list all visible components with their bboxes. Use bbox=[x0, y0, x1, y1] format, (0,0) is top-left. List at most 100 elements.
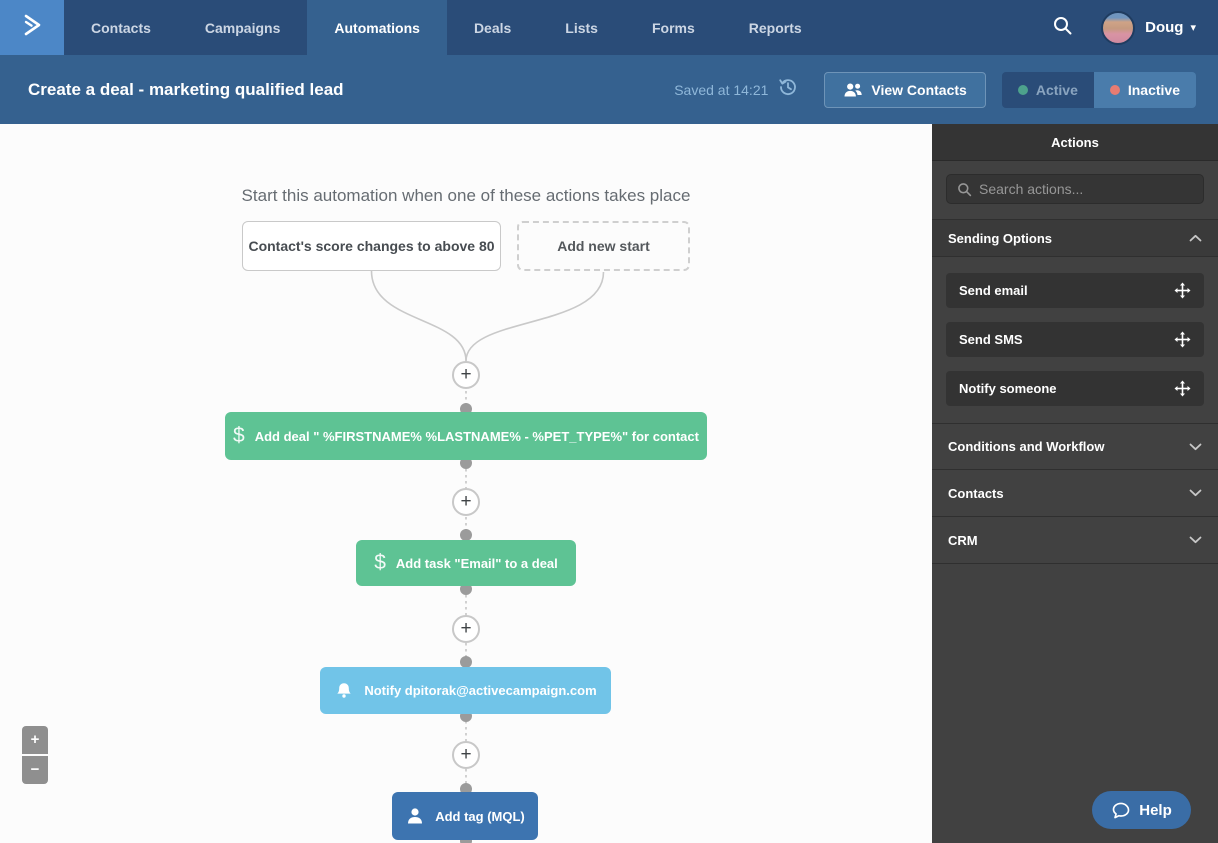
start-trigger-label: Contact's score changes to above 80 bbox=[248, 238, 495, 254]
action-item-label: Send SMS bbox=[959, 332, 1023, 347]
actions-search-input[interactable] bbox=[946, 174, 1204, 204]
nav-item-campaigns[interactable]: Campaigns bbox=[178, 0, 307, 55]
drag-move-icon bbox=[1174, 282, 1191, 299]
plus-icon: + bbox=[30, 731, 40, 748]
plus-icon: + bbox=[460, 618, 472, 639]
automation-canvas: Start this automation when one of these … bbox=[0, 124, 932, 843]
minus-icon: − bbox=[30, 761, 40, 778]
drag-move-icon bbox=[1174, 380, 1191, 397]
nav-item-label: Deals bbox=[473, 19, 512, 36]
nav-item-reports[interactable]: Reports bbox=[722, 0, 829, 55]
node-label: Add task "Email" to a deal bbox=[395, 555, 558, 571]
section-label: Conditions and Workflow bbox=[948, 439, 1105, 454]
nav-item-automations[interactable]: Automations bbox=[307, 0, 447, 55]
start-heading: Start this automation when one of these … bbox=[241, 186, 691, 205]
node-add-task[interactable]: $ Add task "Email" to a deal bbox=[356, 540, 576, 586]
drag-move-icon bbox=[1174, 331, 1191, 348]
actions-search bbox=[932, 161, 1218, 219]
section-conditions-workflow[interactable]: Conditions and Workflow bbox=[932, 423, 1218, 470]
section-label: Sending Options bbox=[948, 230, 1052, 246]
action-item-send-email[interactable]: Send email bbox=[946, 273, 1204, 308]
chevron-up-icon bbox=[1189, 234, 1202, 242]
add-new-start-label: Add new start bbox=[557, 238, 650, 254]
view-contacts-button[interactable]: View Contacts bbox=[824, 71, 986, 108]
action-item-notify-someone[interactable]: Notify someone bbox=[946, 371, 1204, 406]
chevron-down-icon bbox=[1189, 489, 1202, 497]
section-crm[interactable]: CRM bbox=[932, 517, 1218, 564]
zoom-out-button[interactable]: − bbox=[22, 756, 48, 784]
page-header: Create a deal - marketing qualified lead… bbox=[0, 55, 1218, 124]
view-contacts-label: View Contacts bbox=[871, 81, 967, 98]
nav-item-forms[interactable]: Forms bbox=[625, 0, 722, 55]
contacts-people-icon bbox=[844, 83, 863, 96]
dollar-icon: $ bbox=[374, 551, 386, 574]
action-item-label: Notify someone bbox=[959, 381, 1057, 396]
sidebar-title: Actions bbox=[932, 124, 1218, 161]
nav-item-deals[interactable]: Deals bbox=[447, 0, 538, 55]
activecampaign-logo[interactable] bbox=[0, 0, 64, 55]
nav-item-label: Campaigns bbox=[204, 19, 281, 36]
zoom-in-button[interactable]: + bbox=[22, 726, 48, 754]
nav-item-contacts[interactable]: Contacts bbox=[64, 0, 178, 55]
search-button[interactable] bbox=[1052, 15, 1073, 41]
history-clock-icon bbox=[778, 77, 798, 102]
plus-icon: + bbox=[460, 491, 472, 512]
toggle-inactive[interactable]: Inactive bbox=[1093, 71, 1196, 108]
add-node-button[interactable]: + bbox=[452, 361, 480, 389]
toggle-inactive-label: Inactive bbox=[1127, 81, 1180, 98]
section-label: CRM bbox=[948, 532, 978, 548]
section-label: Contacts bbox=[948, 485, 1004, 501]
section-contacts[interactable]: Contacts bbox=[932, 470, 1218, 517]
node-label: Add tag (MQL) bbox=[435, 808, 525, 824]
start-trigger-node[interactable]: Contact's score changes to above 80 bbox=[242, 221, 501, 271]
nav-item-label: Contacts bbox=[91, 19, 151, 36]
nav-item-label: Forms bbox=[651, 19, 695, 36]
user-name[interactable]: Doug bbox=[1145, 19, 1184, 36]
toggle-active-label: Active bbox=[1035, 81, 1078, 98]
activecampaign-chevron-icon bbox=[18, 11, 46, 44]
person-icon bbox=[405, 806, 425, 826]
chevron-down-icon bbox=[1189, 443, 1202, 451]
add-node-button[interactable]: + bbox=[452, 488, 480, 516]
nav-item-label: Reports bbox=[748, 19, 802, 36]
toggle-active[interactable]: Active bbox=[1001, 71, 1094, 108]
nav-item-lists[interactable]: Lists bbox=[538, 0, 625, 55]
chevron-down-icon bbox=[1189, 536, 1202, 544]
top-nav: Contacts Campaigns Automations Deals Lis… bbox=[0, 0, 1218, 55]
active-status-dot bbox=[1017, 84, 1028, 95]
add-node-button[interactable]: + bbox=[452, 741, 480, 769]
page-title: Create a deal - marketing qualified lead bbox=[28, 79, 344, 99]
user-avatar[interactable] bbox=[1101, 10, 1136, 45]
node-add-deal[interactable]: $ Add deal " %FIRSTNAME% %LASTNAME% - %P… bbox=[225, 412, 707, 460]
node-label: Notify dpitorak@activecampaign.com bbox=[364, 683, 597, 698]
inactive-status-dot bbox=[1109, 84, 1120, 95]
actions-sidebar: Actions Sending Options Send email bbox=[932, 124, 1218, 843]
active-inactive-toggle: Active Inactive bbox=[1001, 71, 1196, 108]
chevron-down-icon[interactable]: ▾ bbox=[1190, 22, 1196, 34]
search-icon bbox=[957, 182, 972, 202]
plus-icon: + bbox=[460, 364, 472, 385]
plus-icon: + bbox=[460, 744, 472, 765]
sending-options-items: Send email Send SMS bbox=[932, 257, 1218, 423]
nav-item-label: Lists bbox=[565, 19, 598, 36]
canvas-zoom-controls: + − bbox=[22, 726, 48, 784]
action-item-label: Send email bbox=[959, 283, 1028, 298]
add-new-start-button[interactable]: Add new start bbox=[517, 221, 690, 271]
add-node-button[interactable]: + bbox=[452, 615, 480, 643]
saved-status: Saved at 14:21 bbox=[674, 81, 769, 98]
page-header-actions: Saved at 14:21 View Contacts bbox=[674, 71, 1196, 108]
revision-history-button[interactable] bbox=[778, 77, 798, 102]
action-item-send-sms[interactable]: Send SMS bbox=[946, 322, 1204, 357]
nav-item-label: Automations bbox=[334, 19, 420, 36]
search-icon bbox=[1052, 15, 1073, 41]
dollar-icon: $ bbox=[233, 424, 245, 447]
help-label: Help bbox=[1139, 801, 1172, 819]
nav-items: Contacts Campaigns Automations Deals Lis… bbox=[64, 0, 829, 55]
node-label: Add deal " %FIRSTNAME% %LASTNAME% - %PET… bbox=[254, 428, 699, 444]
bell-icon bbox=[334, 681, 354, 701]
section-sending-options[interactable]: Sending Options bbox=[932, 219, 1218, 257]
node-add-tag[interactable]: Add tag (MQL) bbox=[392, 792, 538, 840]
node-notify[interactable]: Notify dpitorak@activecampaign.com bbox=[320, 667, 611, 714]
help-button[interactable]: Help bbox=[1092, 791, 1191, 829]
